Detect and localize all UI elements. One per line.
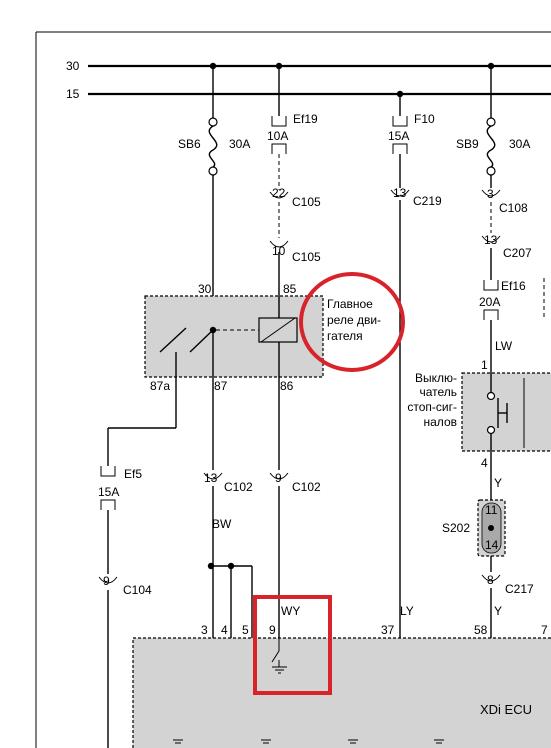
relay-pin-30: 30	[198, 282, 212, 296]
ecu-internal-switch	[271, 650, 280, 663]
c102a-name: C102	[224, 480, 253, 494]
f10-fuse-symbol	[392, 116, 408, 127]
ef5-name: Ef5	[124, 467, 142, 481]
ef16-fuse-symbol	[483, 309, 499, 320]
ecu-pin: 9	[269, 623, 276, 637]
ef19-fuse-symbol	[271, 116, 287, 127]
wy-highlight-rect	[253, 595, 332, 695]
f10-fuse-symbol	[392, 143, 408, 154]
relay-label-3: гателя	[327, 329, 363, 343]
ecu-box	[132, 637, 551, 748]
wire-wy-label: WY	[281, 604, 300, 618]
ecu-pin: 5	[242, 623, 249, 637]
switch-contact	[486, 425, 496, 435]
s202-top: 11	[485, 503, 498, 517]
wire-y-label: Y	[494, 476, 502, 490]
sb9-name: SB9	[456, 137, 479, 151]
relay-pin-87: 87	[214, 379, 228, 393]
c108-connector-symbol	[481, 189, 501, 197]
c219-pin: 13	[393, 186, 407, 200]
c105a-name: C105	[292, 195, 321, 209]
c102a-pin: 13	[204, 471, 218, 485]
relay-contact-87a	[159, 327, 187, 353]
c104-connector-symbol	[98, 576, 118, 584]
ef5-fuse-symbol	[100, 499, 116, 510]
relay-label-1: Главное	[327, 297, 373, 311]
c219-connector-symbol	[390, 189, 410, 197]
c217-name: C217	[505, 582, 534, 596]
c207-connector-symbol	[481, 235, 501, 243]
c108-name: C108	[499, 201, 528, 215]
relay-coil-diagonal	[260, 317, 296, 343]
bus-15-label: 15	[66, 87, 80, 101]
wire-lw-label: LW	[495, 339, 513, 353]
ef19-name: Ef19	[293, 112, 318, 126]
sb6-rating: 30A	[229, 137, 250, 151]
f10-name: F10	[414, 112, 435, 126]
sb9-rating: 30A	[509, 137, 530, 151]
c219-name: C219	[413, 194, 442, 208]
wire-bw-label: BW	[212, 517, 232, 531]
ecu-pin: 3	[201, 623, 208, 637]
s202-name: S202	[442, 521, 470, 535]
c105b-name: C105	[292, 250, 321, 264]
fuse-terminal	[208, 117, 218, 127]
switch-pin-top: 1	[481, 358, 488, 372]
c102a-connector-symbol	[203, 472, 223, 480]
relay-armature	[189, 329, 214, 353]
sb9-fuse-symbol	[486, 125, 496, 168]
switch-label-1: Выклю-	[415, 371, 457, 385]
sb6-fuse-symbol	[208, 125, 218, 168]
c104-name: C104	[123, 583, 152, 597]
c217-pin: 8	[487, 573, 494, 587]
c105b-connector-symbol	[269, 240, 289, 248]
relay-label-2: реле дви-	[327, 313, 381, 327]
c105a-connector-symbol	[269, 191, 289, 199]
relay-pin-85: 85	[283, 282, 297, 296]
c102b-connector-symbol	[269, 472, 289, 480]
ef16-fuse-symbol	[483, 280, 499, 291]
relay-pin-86: 86	[280, 379, 294, 393]
ef16-rating: 20A	[479, 295, 500, 309]
c102b-name: C102	[292, 480, 321, 494]
c105a-pin: 22	[272, 186, 286, 200]
ef16-name: Ef16	[501, 279, 526, 293]
ecu-bottom-ground-marks	[173, 739, 444, 744]
fuse-terminal	[486, 166, 496, 176]
switch-contact	[486, 391, 496, 401]
relay-highlight-circle	[299, 272, 405, 372]
switch-pin-bottom: 4	[481, 456, 488, 470]
relay-pin-87a: 87a	[150, 379, 170, 393]
c207-pin: 13	[484, 233, 498, 247]
ecu-pin: 37	[381, 623, 395, 637]
wire-ly-label: LY	[400, 604, 414, 618]
ecu-pin: 58	[474, 623, 488, 637]
ef5-rating: 15A	[98, 485, 119, 499]
s202-junction	[488, 525, 494, 531]
c104-pin: 9	[103, 574, 110, 588]
wire-y2-label: Y	[494, 604, 502, 618]
ecu-pin: 4	[221, 623, 228, 637]
c108-pin: 3	[487, 187, 494, 201]
ef19-rating: 10A	[267, 129, 288, 143]
bus-30-label: 30	[66, 59, 80, 73]
c102b-pin: 9	[275, 471, 282, 485]
c207-name: C207	[503, 246, 532, 260]
fuse-terminal	[486, 117, 496, 127]
s202-bottom: 14	[485, 538, 499, 552]
ef5-fuse-symbol	[100, 466, 116, 477]
switch-label-2: чатель	[419, 385, 457, 399]
f10-rating: 15A	[388, 129, 409, 143]
switch-label-4: налов	[424, 415, 458, 429]
c105b-pin: 10	[272, 244, 286, 258]
ef19-fuse-symbol	[271, 143, 287, 154]
c217-connector-symbol	[481, 574, 501, 582]
ecu-pin: 7	[541, 623, 548, 637]
sb6-name: SB6	[178, 137, 201, 151]
switch-label-3: стоп-сиг-	[407, 400, 457, 414]
fuse-terminal	[208, 166, 218, 176]
ecu-name: XDi ECU	[480, 702, 532, 717]
